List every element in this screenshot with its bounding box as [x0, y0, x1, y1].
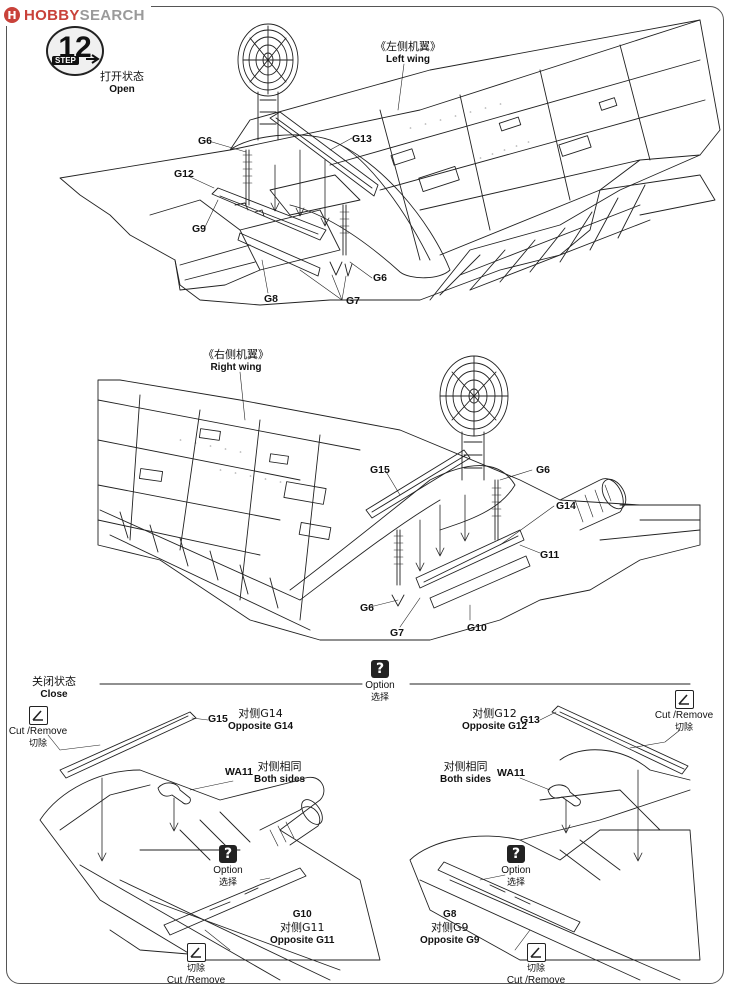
option-right: ? Option 选择 — [501, 845, 531, 888]
step-badge: 12 STEP — [46, 26, 104, 76]
part-label-g8: G8 — [264, 293, 279, 305]
watermark-prefix: HOBBY — [24, 6, 80, 24]
close-state-label: 关闭状态 Close — [32, 675, 76, 700]
closed-left-drawing — [39, 711, 381, 981]
both-sides-label: 对侧相同 Both sides — [440, 760, 492, 785]
part-label-g10: G10 — [467, 622, 487, 634]
cut-remove-right-top: Cut /Remove 切除 — [648, 690, 720, 734]
part-label-g7: G7 — [390, 627, 405, 639]
opposite-g9-label: G8 对侧G9 Opposite G9 — [420, 909, 480, 946]
part-label-wa11: WA11 — [497, 767, 526, 779]
hobbysearch-logo-icon: H — [4, 7, 20, 23]
part-label-g8: G8 — [443, 909, 457, 920]
watermark-suffix: SEARCH — [79, 6, 145, 24]
cut-icon — [526, 943, 546, 962]
right-wing-drawing — [97, 355, 701, 641]
opposite-g12-label: 对侧G12 Opposite G12 — [462, 707, 528, 732]
part-label-g9: G9 — [192, 223, 207, 235]
both-sides-label: 对侧相同 Both sides — [254, 760, 306, 785]
left-wing-drawing — [59, 19, 721, 306]
cut-icon — [186, 943, 206, 962]
cut-remove-left-top: Cut /Remove 切除 — [4, 706, 72, 750]
question-icon: ? — [371, 660, 389, 678]
question-icon: ? — [219, 845, 237, 863]
part-label-g13: G13 — [520, 714, 540, 726]
part-label-g12: G12 — [174, 168, 194, 180]
option-left: ? Option 选择 — [213, 845, 243, 888]
opposite-g11-label: G10 对侧G11 Opposite G11 — [270, 909, 335, 946]
open-state-label: 打开状态 Open — [100, 70, 144, 95]
cut-remove-right-bottom: 切除 Cut /Remove — [500, 943, 572, 987]
opposite-g14-label: 对侧G14 Opposite G14 — [228, 707, 294, 732]
option-center: ? Option 选择 — [365, 660, 395, 703]
step-label: STEP — [52, 56, 79, 65]
cut-icon — [674, 690, 694, 709]
part-label-g11: G11 — [540, 549, 560, 561]
part-label-g15: G15 — [208, 713, 228, 725]
page-frame — [6, 6, 724, 984]
part-label-wa11: WA11 — [225, 766, 254, 778]
part-label-g6: G6 — [198, 135, 213, 147]
hobbysearch-watermark: H HOBBYSEARCH — [4, 4, 151, 26]
part-label-g14: G14 — [556, 500, 576, 512]
closed-right-drawing — [409, 705, 701, 981]
part-label-g7: G7 — [346, 295, 361, 307]
part-label-g6: G6 — [360, 602, 375, 614]
part-label-g6: G6 — [373, 272, 388, 284]
cut-remove-left-bottom: 切除 Cut /Remove — [160, 943, 232, 987]
cut-icon — [28, 706, 48, 725]
part-label-g13: G13 — [352, 133, 372, 145]
part-label-g6: G6 — [536, 464, 551, 476]
plane-arrow-icon — [86, 54, 100, 64]
part-label-g10: G10 — [292, 909, 312, 920]
right-wing-label: 《右侧机翼》 Right wing — [203, 348, 269, 373]
part-label-g15: G15 — [370, 464, 390, 476]
left-wing-label: 《左侧机翼》 Left wing — [375, 40, 441, 65]
question-icon: ? — [507, 845, 525, 863]
